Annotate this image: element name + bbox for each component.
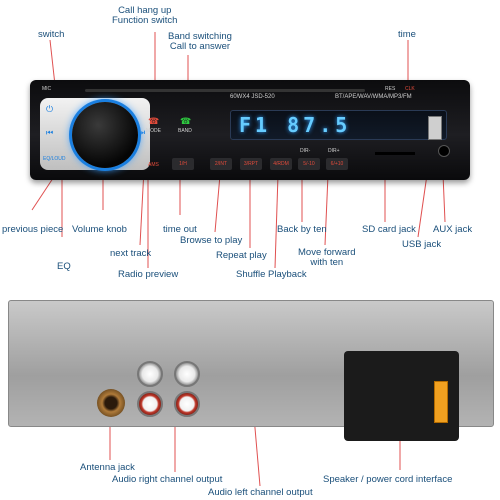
fuse <box>434 381 448 423</box>
answer-icon[interactable]: ☎ <box>180 116 192 126</box>
label-time-out: time out <box>163 224 197 235</box>
label-shuffle-playback: Shuffle Playback <box>236 269 307 280</box>
button-4[interactable]: 4/RDM <box>270 158 292 170</box>
clk-label: CLK <box>405 86 415 92</box>
button-1[interactable]: 1/H <box>172 158 194 170</box>
antenna-jack[interactable] <box>97 389 125 417</box>
label-move-forward: Move forward with ten <box>298 247 356 269</box>
aux-port[interactable] <box>438 145 450 157</box>
res-label: RES <box>385 86 396 92</box>
label-browse-to-play: Browse to play <box>180 235 243 246</box>
knob-panel: ⏻ ⏮ ⏭ EQ/LOUD <box>40 98 150 170</box>
label-audio-right: Audio right channel output <box>112 474 223 485</box>
formats-label: BT/APE/WAV/WMA/MP3/FM <box>335 94 412 100</box>
button-3[interactable]: 3/RPT <box>240 158 262 170</box>
label-usb-jack: USB jack <box>402 239 442 250</box>
disc-slot <box>85 89 365 92</box>
label-speaker-power: Speaker / power cord interface <box>323 474 453 485</box>
front-panel: MIC RES CLK ⏻ ⏮ ⏭ EQ/LOUD ☎ MODE ☎ BAND … <box>30 80 470 180</box>
power-icon[interactable]: ⏻ <box>46 104 54 114</box>
label-call-hangup: Call hang up Function switch <box>112 5 178 27</box>
label-radio-preview: Radio preview <box>118 269 179 280</box>
eq-loud-label[interactable]: EQ/LOUD <box>43 156 66 162</box>
ams-label[interactable]: AMS <box>148 162 159 168</box>
dir-minus-label: DIR- <box>300 148 311 154</box>
label-sd-card-jack: SD card jack <box>362 224 416 235</box>
label-volume-knob: Volume knob <box>72 224 127 235</box>
back-panel <box>8 300 494 441</box>
volume-knob[interactable] <box>72 102 138 168</box>
button-2[interactable]: 2/INT <box>210 158 232 170</box>
dir-plus-label: DIR+ <box>328 148 340 154</box>
rca-red-left[interactable] <box>137 391 163 417</box>
label-audio-left: Audio left channel output <box>208 487 313 498</box>
label-band-switching: Band switching Call to answer <box>168 31 232 53</box>
label-switch: switch <box>38 29 65 40</box>
label-back-by-ten: Back by ten <box>277 224 327 235</box>
label-eq: EQ <box>57 261 71 272</box>
display-readout: F1 87.5 <box>239 113 352 137</box>
button-5[interactable]: 5/-10 <box>298 158 320 170</box>
button-6[interactable]: 6/+10 <box>326 158 348 170</box>
leader-shuffle <box>274 174 279 269</box>
sd-card-slot[interactable] <box>375 152 415 155</box>
leader-browse <box>214 174 221 233</box>
rca-white-left[interactable] <box>137 361 163 387</box>
band-label[interactable]: BAND <box>178 128 192 134</box>
mic-label: MIC <box>42 86 52 92</box>
hangup-icon[interactable]: ☎ <box>148 116 160 126</box>
label-previous-piece: previous piece <box>2 224 64 235</box>
next-icon[interactable]: ⏭ <box>138 128 146 137</box>
label-next-track: next track <box>110 248 152 259</box>
previous-icon[interactable]: ⏮ <box>46 128 54 137</box>
label-antenna-jack: Antenna jack <box>80 462 135 473</box>
model-label: 60WX4 JSD-520 <box>230 94 275 100</box>
mode-label[interactable]: MODE <box>146 128 161 134</box>
iso-connector[interactable] <box>344 351 459 441</box>
lcd-display: F1 87.5 <box>230 110 447 140</box>
label-time: time <box>398 29 416 40</box>
label-repeat-play: Repeat play <box>216 250 267 261</box>
rca-white-right[interactable] <box>174 361 200 387</box>
rca-red-right[interactable] <box>174 391 200 417</box>
usb-port[interactable] <box>428 116 442 140</box>
label-aux-jack: AUX jack <box>433 224 473 235</box>
